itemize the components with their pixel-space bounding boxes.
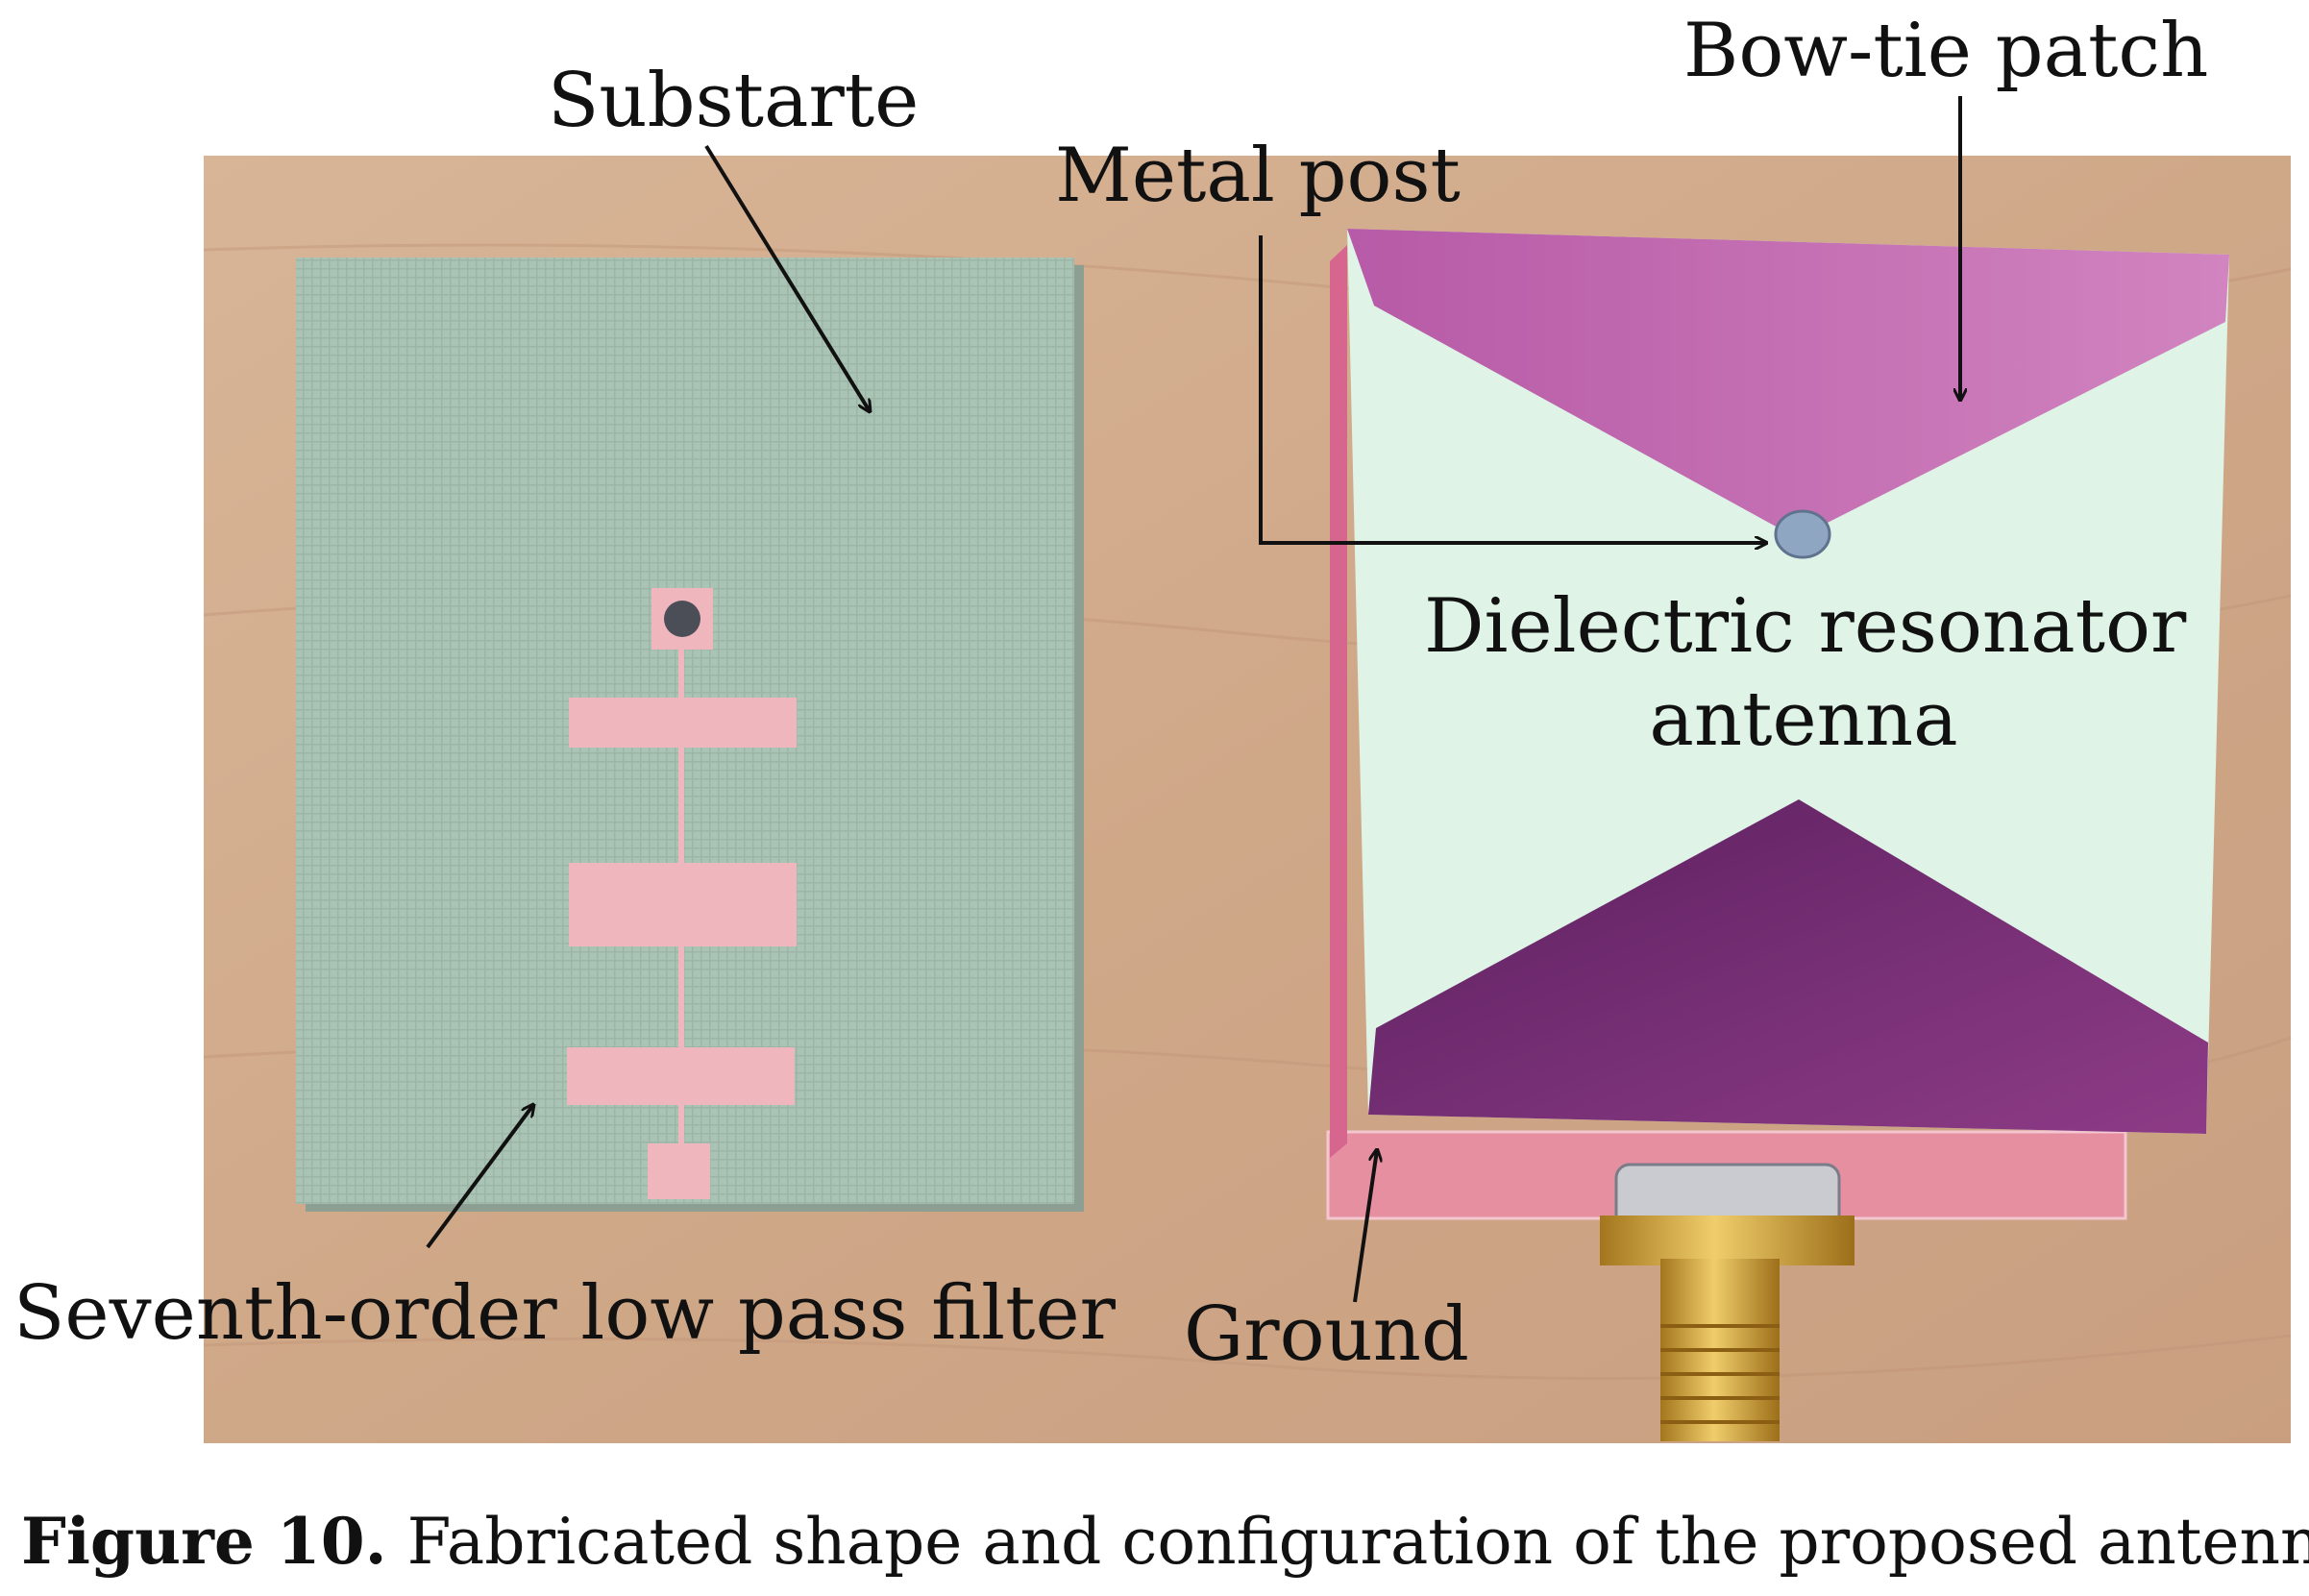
via-hole [664,601,700,637]
label-filter: Seventh-order low pass filter [13,1270,1116,1357]
metal-post [1774,509,1831,559]
figure-caption: Figure 10. Fabricated shape and configur… [21,1504,2309,1579]
bow-tie-top [1347,229,2229,538]
filter-section-2 [569,863,797,946]
filter-section-3 [567,1047,795,1105]
label-substrate: Substarte [548,58,920,144]
feed-pad [648,1143,710,1199]
label-bow-tie-patch: Bow-tie patch [1683,8,2209,94]
dielectric-block [1347,229,2229,1134]
bow-tie-bottom [1368,799,2208,1134]
label-metal-post: Metal post [1055,133,1461,219]
arrow-substrate [704,144,870,411]
arrow-ground [1353,1150,1377,1303]
filter-section-1 [569,698,797,748]
antenna-assembly [1326,229,2229,1441]
annotation-arrows [426,96,1960,1303]
label-ground: Ground [1184,1291,1469,1378]
connector-flange [1600,1215,1855,1265]
caption-text: Fabricated shape and configuration of th… [386,1505,2309,1579]
caption-label: Figure 10. [21,1504,387,1579]
arrow-metal-post [1259,235,1766,543]
label-dielectric-line1: Dielectric resonator [1424,583,2187,670]
arrow-filter [426,1105,533,1249]
filter-board [296,258,1084,1212]
label-dielectric-line2: antenna [1649,676,1958,763]
